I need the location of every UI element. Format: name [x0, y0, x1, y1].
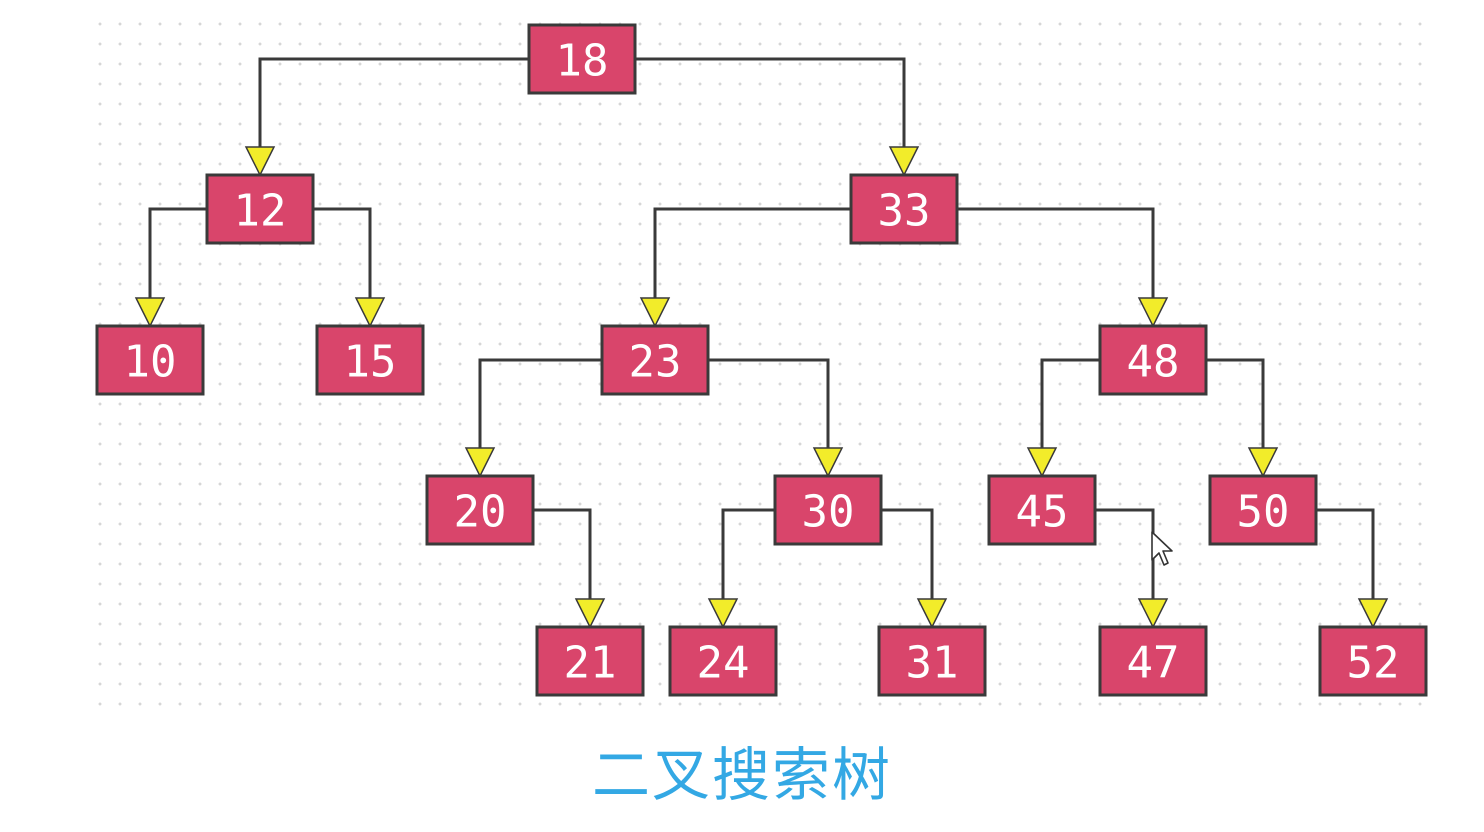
edge-23-20	[478, 358, 602, 448]
edge-30-31	[881, 508, 934, 599]
node-box	[773, 474, 883, 546]
tree-node-48: 48	[1098, 324, 1208, 396]
tree-node-52: 52	[1318, 625, 1428, 697]
node-box	[315, 324, 425, 396]
node-label: 23	[629, 337, 682, 388]
node-label: 45	[1016, 487, 1069, 538]
tree-node-45: 45	[987, 474, 1097, 546]
node-box	[849, 173, 959, 245]
edge-23-30	[708, 358, 830, 448]
arrowhead-24	[707, 598, 739, 629]
node-box	[987, 474, 1097, 546]
edge-12-15	[313, 207, 372, 298]
edge-45-47	[1095, 508, 1155, 599]
arrowhead-20	[464, 447, 496, 478]
tree-node-33: 33	[849, 173, 959, 245]
node-label: 18	[556, 36, 609, 87]
tree-node-18: 18	[527, 23, 637, 95]
node-label: 48	[1127, 337, 1180, 388]
arrowhead-50	[1247, 447, 1279, 478]
tree-node-12: 12	[205, 173, 315, 245]
arrowhead-21	[574, 598, 606, 629]
node-box	[668, 625, 778, 697]
arrowhead-15	[354, 297, 386, 328]
tree-node-10: 10	[95, 324, 205, 396]
edge-18-33	[635, 57, 906, 147]
arrowhead-52	[1357, 598, 1389, 629]
arrowhead-48	[1137, 297, 1169, 328]
node-label: 30	[802, 487, 855, 538]
node-box	[877, 625, 987, 697]
arrowhead-12	[244, 146, 276, 177]
tree-node-20: 20	[425, 474, 535, 546]
node-label: 20	[454, 487, 507, 538]
tree-node-47: 47	[1098, 625, 1208, 697]
node-label: 15	[344, 337, 397, 388]
tree-node-24: 24	[668, 625, 778, 697]
node-label: 31	[906, 638, 959, 689]
node-label: 47	[1127, 638, 1180, 689]
arrowhead-47	[1137, 598, 1169, 629]
node-box	[535, 625, 645, 697]
arrowhead-31	[916, 598, 948, 629]
tree-nodes: 18 12 33 10 15 23 48 20 30 45 50 21 24 31 47 52	[95, 23, 1428, 697]
edge-50-52	[1316, 508, 1375, 599]
edge-18-12	[258, 57, 529, 147]
node-box	[1318, 625, 1428, 697]
node-label: 50	[1237, 487, 1290, 538]
node-label: 52	[1347, 638, 1400, 689]
diagram-caption: 二叉搜索树	[591, 741, 892, 809]
dotted-grid-background	[90, 14, 1435, 720]
arrowhead-23	[639, 297, 671, 328]
node-label: 12	[234, 186, 287, 237]
node-box	[1208, 474, 1318, 546]
tree-node-30: 30	[773, 474, 883, 546]
node-box	[1098, 324, 1208, 396]
edge-48-50	[1206, 358, 1265, 448]
mouse-cursor-icon	[1151, 531, 1173, 566]
tree-node-21: 21	[535, 625, 645, 697]
tree-node-50: 50	[1208, 474, 1318, 546]
tree-node-23: 23	[600, 324, 710, 396]
tree-edges	[134, 57, 1389, 629]
node-box	[600, 324, 710, 396]
arrowhead-45	[1026, 447, 1058, 478]
edge-30-24	[721, 508, 775, 599]
edge-12-10	[148, 207, 207, 298]
arrowhead-30	[812, 447, 844, 478]
tree-node-15: 15	[315, 324, 425, 396]
node-label: 10	[124, 337, 177, 388]
edge-33-23	[653, 207, 851, 298]
arrowhead-33	[888, 146, 920, 177]
node-box	[425, 474, 535, 546]
node-label: 24	[697, 638, 750, 689]
node-box	[527, 23, 637, 95]
edge-33-48	[957, 207, 1155, 298]
tree-node-31: 31	[877, 625, 987, 697]
edge-48-45	[1040, 358, 1100, 448]
arrowhead-10	[134, 297, 166, 328]
edge-20-21	[533, 508, 592, 599]
node-box	[95, 324, 205, 396]
node-box	[1098, 625, 1208, 697]
node-label: 21	[564, 638, 617, 689]
node-box	[205, 173, 315, 245]
node-label: 33	[878, 186, 931, 237]
